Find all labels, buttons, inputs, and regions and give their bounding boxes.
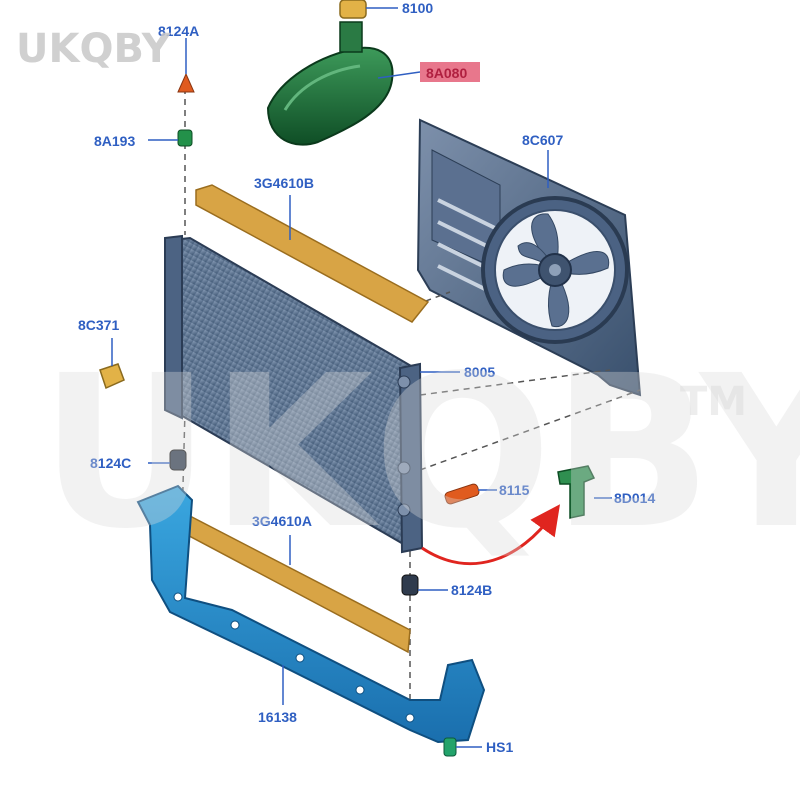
label-8c371: 8C371 — [78, 317, 119, 333]
coolant-expansion-tank — [266, 21, 394, 146]
label-8005: 8005 — [464, 364, 495, 380]
label-8a193: 8A193 — [94, 133, 135, 149]
watermark-tm: TM — [680, 379, 747, 425]
mount-8124c — [169, 449, 187, 471]
radiator-support-beam — [136, 484, 486, 744]
label-3g4610b: 3G4610B — [254, 175, 314, 191]
label-hs1: HS1 — [486, 739, 513, 755]
watermark-small: UKQBY — [16, 26, 172, 72]
radiator — [164, 234, 424, 554]
mount-8124b — [401, 574, 419, 596]
label-8124c: 8124C — [90, 455, 131, 471]
fan-shroud-assembly — [416, 118, 642, 397]
label-3g4610a: 3G4610A — [252, 513, 312, 529]
label-8100: 8100 — [402, 0, 433, 16]
bracket-8a193 — [177, 129, 193, 147]
upper-seal-strip — [195, 184, 430, 323]
label-8c607: 8C607 — [522, 132, 563, 148]
clip-hs1 — [443, 737, 457, 757]
outlet-8d014 — [557, 465, 596, 519]
leader-lines — [111, 7, 612, 748]
grommet-8124a — [177, 72, 195, 93]
label-8124b: 8124B — [451, 582, 492, 598]
label-8115: 8115 — [499, 482, 530, 498]
part-labels: 8100 8124A 8A080 8A193 8C607 3G4610B 8C3… — [78, 0, 655, 755]
label-8d014: 8D014 — [614, 490, 655, 506]
sensor-8115 — [444, 483, 480, 505]
watermark-large: UKQBY — [40, 330, 800, 575]
tank-cap — [339, 0, 367, 19]
label-8124a: 8124A — [158, 23, 199, 39]
label-8a080: 8A080 — [426, 65, 467, 81]
red-direction-arrow — [421, 504, 560, 566]
label-16138: 16138 — [258, 709, 297, 725]
label-8a080-highlight — [420, 62, 480, 82]
